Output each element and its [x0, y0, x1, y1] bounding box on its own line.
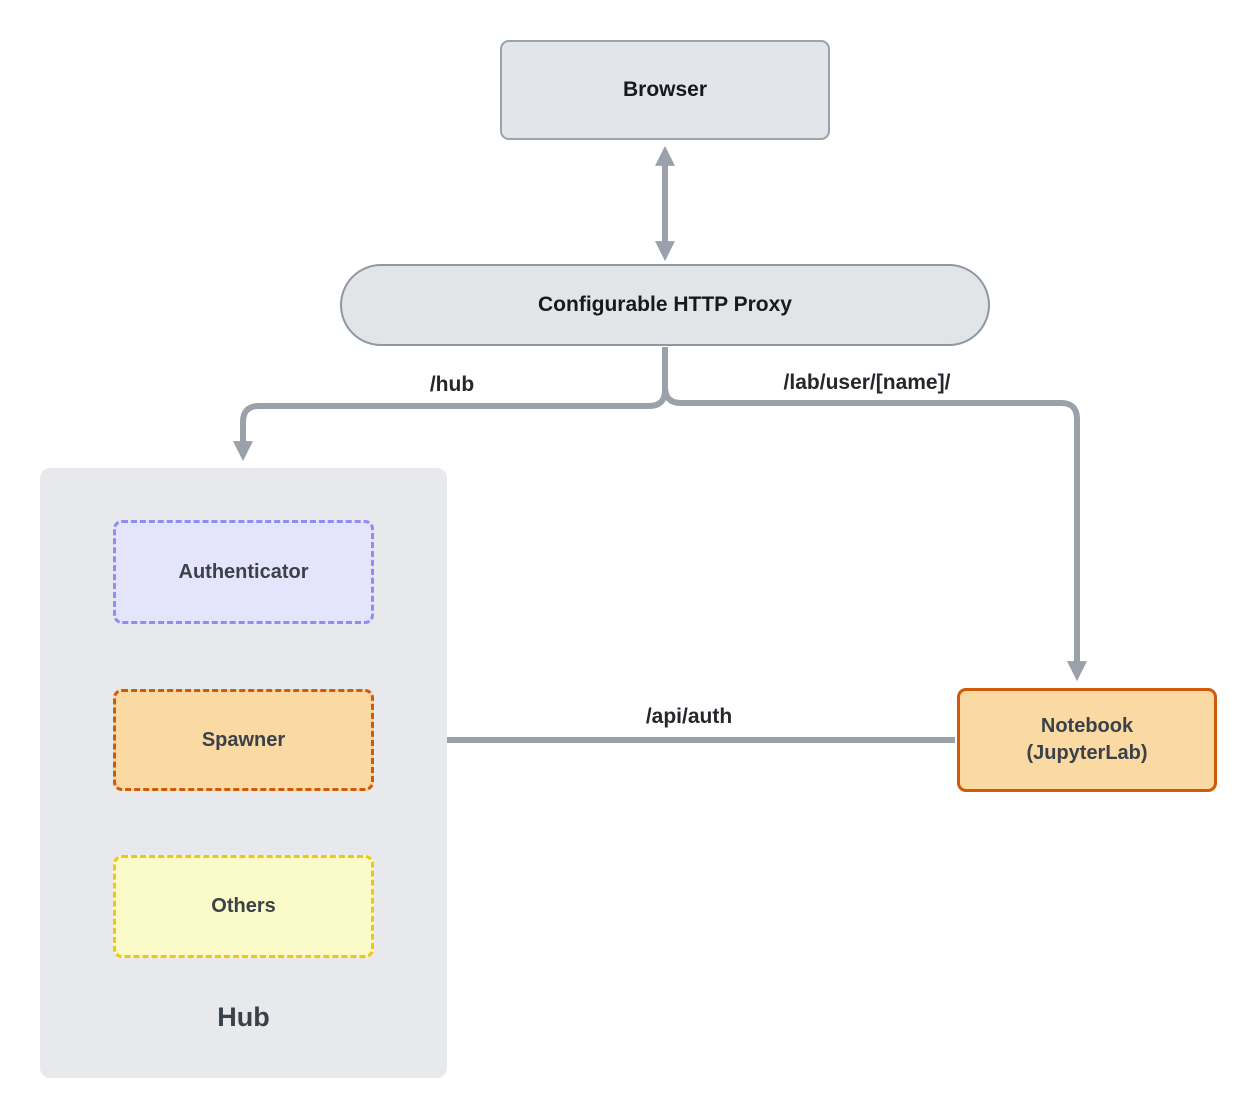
others-node-label: Others — [211, 895, 276, 917]
notebook-node-label-line2: (JupyterLab) — [1026, 742, 1148, 764]
spawner-node: Spawner — [113, 689, 374, 791]
notebook-jupyterlab-node: Notebook (JupyterLab) — [957, 688, 1217, 792]
api-auth-label: /api/auth — [645, 705, 733, 728]
browser-node-label: Browser — [622, 78, 708, 101]
browser-node: Browser — [500, 40, 830, 140]
authenticator-node: Authenticator — [113, 520, 374, 624]
authenticator-node-label: Authenticator — [178, 560, 309, 583]
hub-container-title: Hub — [217, 1002, 270, 1032]
spawner-node-label: Spawner — [201, 728, 286, 751]
notebook-node-label-line1: Notebook — [1040, 715, 1134, 737]
hub-route-label: /hub — [429, 373, 475, 396]
proxy-node-label: Configurable HTTP Proxy — [538, 293, 792, 316]
lab-user-route-label: /lab/user/[name]/ — [783, 371, 951, 394]
configurable-http-proxy-node: Configurable HTTP Proxy — [340, 264, 990, 346]
others-node: Others — [113, 855, 374, 958]
